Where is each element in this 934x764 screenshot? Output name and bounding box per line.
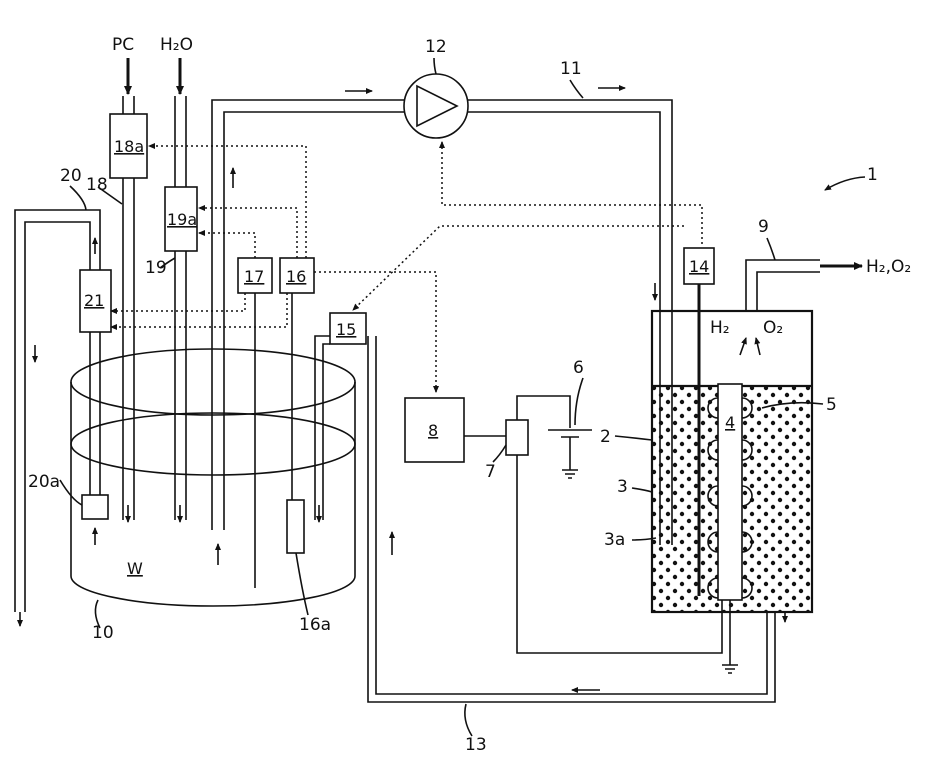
vessel-label: 2 bbox=[600, 427, 611, 447]
control-signal-lines bbox=[111, 142, 702, 392]
water-pipe-label: 19 bbox=[145, 258, 167, 278]
system-label: 1 bbox=[867, 165, 878, 185]
water-body-label: W bbox=[127, 559, 143, 578]
drain-valve-label: 21 bbox=[84, 291, 104, 310]
electrode-label: 4 bbox=[725, 413, 735, 432]
gas-outlet-label: 9 bbox=[758, 217, 769, 237]
electrolyte-sub-label: 3a bbox=[604, 530, 625, 550]
upper-circulation-pipe bbox=[212, 100, 672, 545]
pc-valve-label: 18a bbox=[114, 137, 144, 156]
upper-pipe-label: 11 bbox=[560, 59, 582, 79]
lower-pipe-label: 13 bbox=[465, 735, 487, 755]
pump bbox=[404, 74, 468, 138]
pump-label: 12 bbox=[425, 37, 447, 57]
water-tank bbox=[71, 349, 355, 606]
oxygen-label: O₂ bbox=[763, 318, 783, 338]
gas-outlet-product-label: H₂,O₂ bbox=[866, 257, 911, 277]
water-feed-label: H₂O bbox=[160, 35, 193, 55]
tank-label: 10 bbox=[92, 623, 114, 643]
drain-inlet bbox=[82, 495, 108, 519]
battery-label: 6 bbox=[573, 358, 584, 378]
hydrogen-label: H₂ bbox=[710, 318, 730, 338]
switch-label: 7 bbox=[485, 462, 496, 482]
water-feed-pipe bbox=[175, 58, 186, 522]
sensor-15-label: 15 bbox=[336, 320, 356, 339]
sensor-16-label: 16 bbox=[286, 267, 306, 286]
sensor-16-probe bbox=[287, 500, 304, 553]
drain-pipe-label: 20 bbox=[60, 166, 82, 186]
sensor-16-probe-label: 16a bbox=[299, 615, 331, 635]
sensor-17-label: 17 bbox=[244, 267, 264, 286]
drain-inlet-label: 20a bbox=[28, 472, 60, 492]
sensor-14-label: 14 bbox=[689, 257, 709, 276]
switch-box bbox=[506, 420, 528, 455]
pc-feed-label: PC bbox=[112, 35, 134, 55]
electrolyte-label: 3 bbox=[617, 477, 628, 497]
controller-label: 8 bbox=[428, 421, 438, 440]
water-valve-label: 19a bbox=[167, 210, 197, 229]
bubbles-label: 5 bbox=[826, 395, 837, 415]
